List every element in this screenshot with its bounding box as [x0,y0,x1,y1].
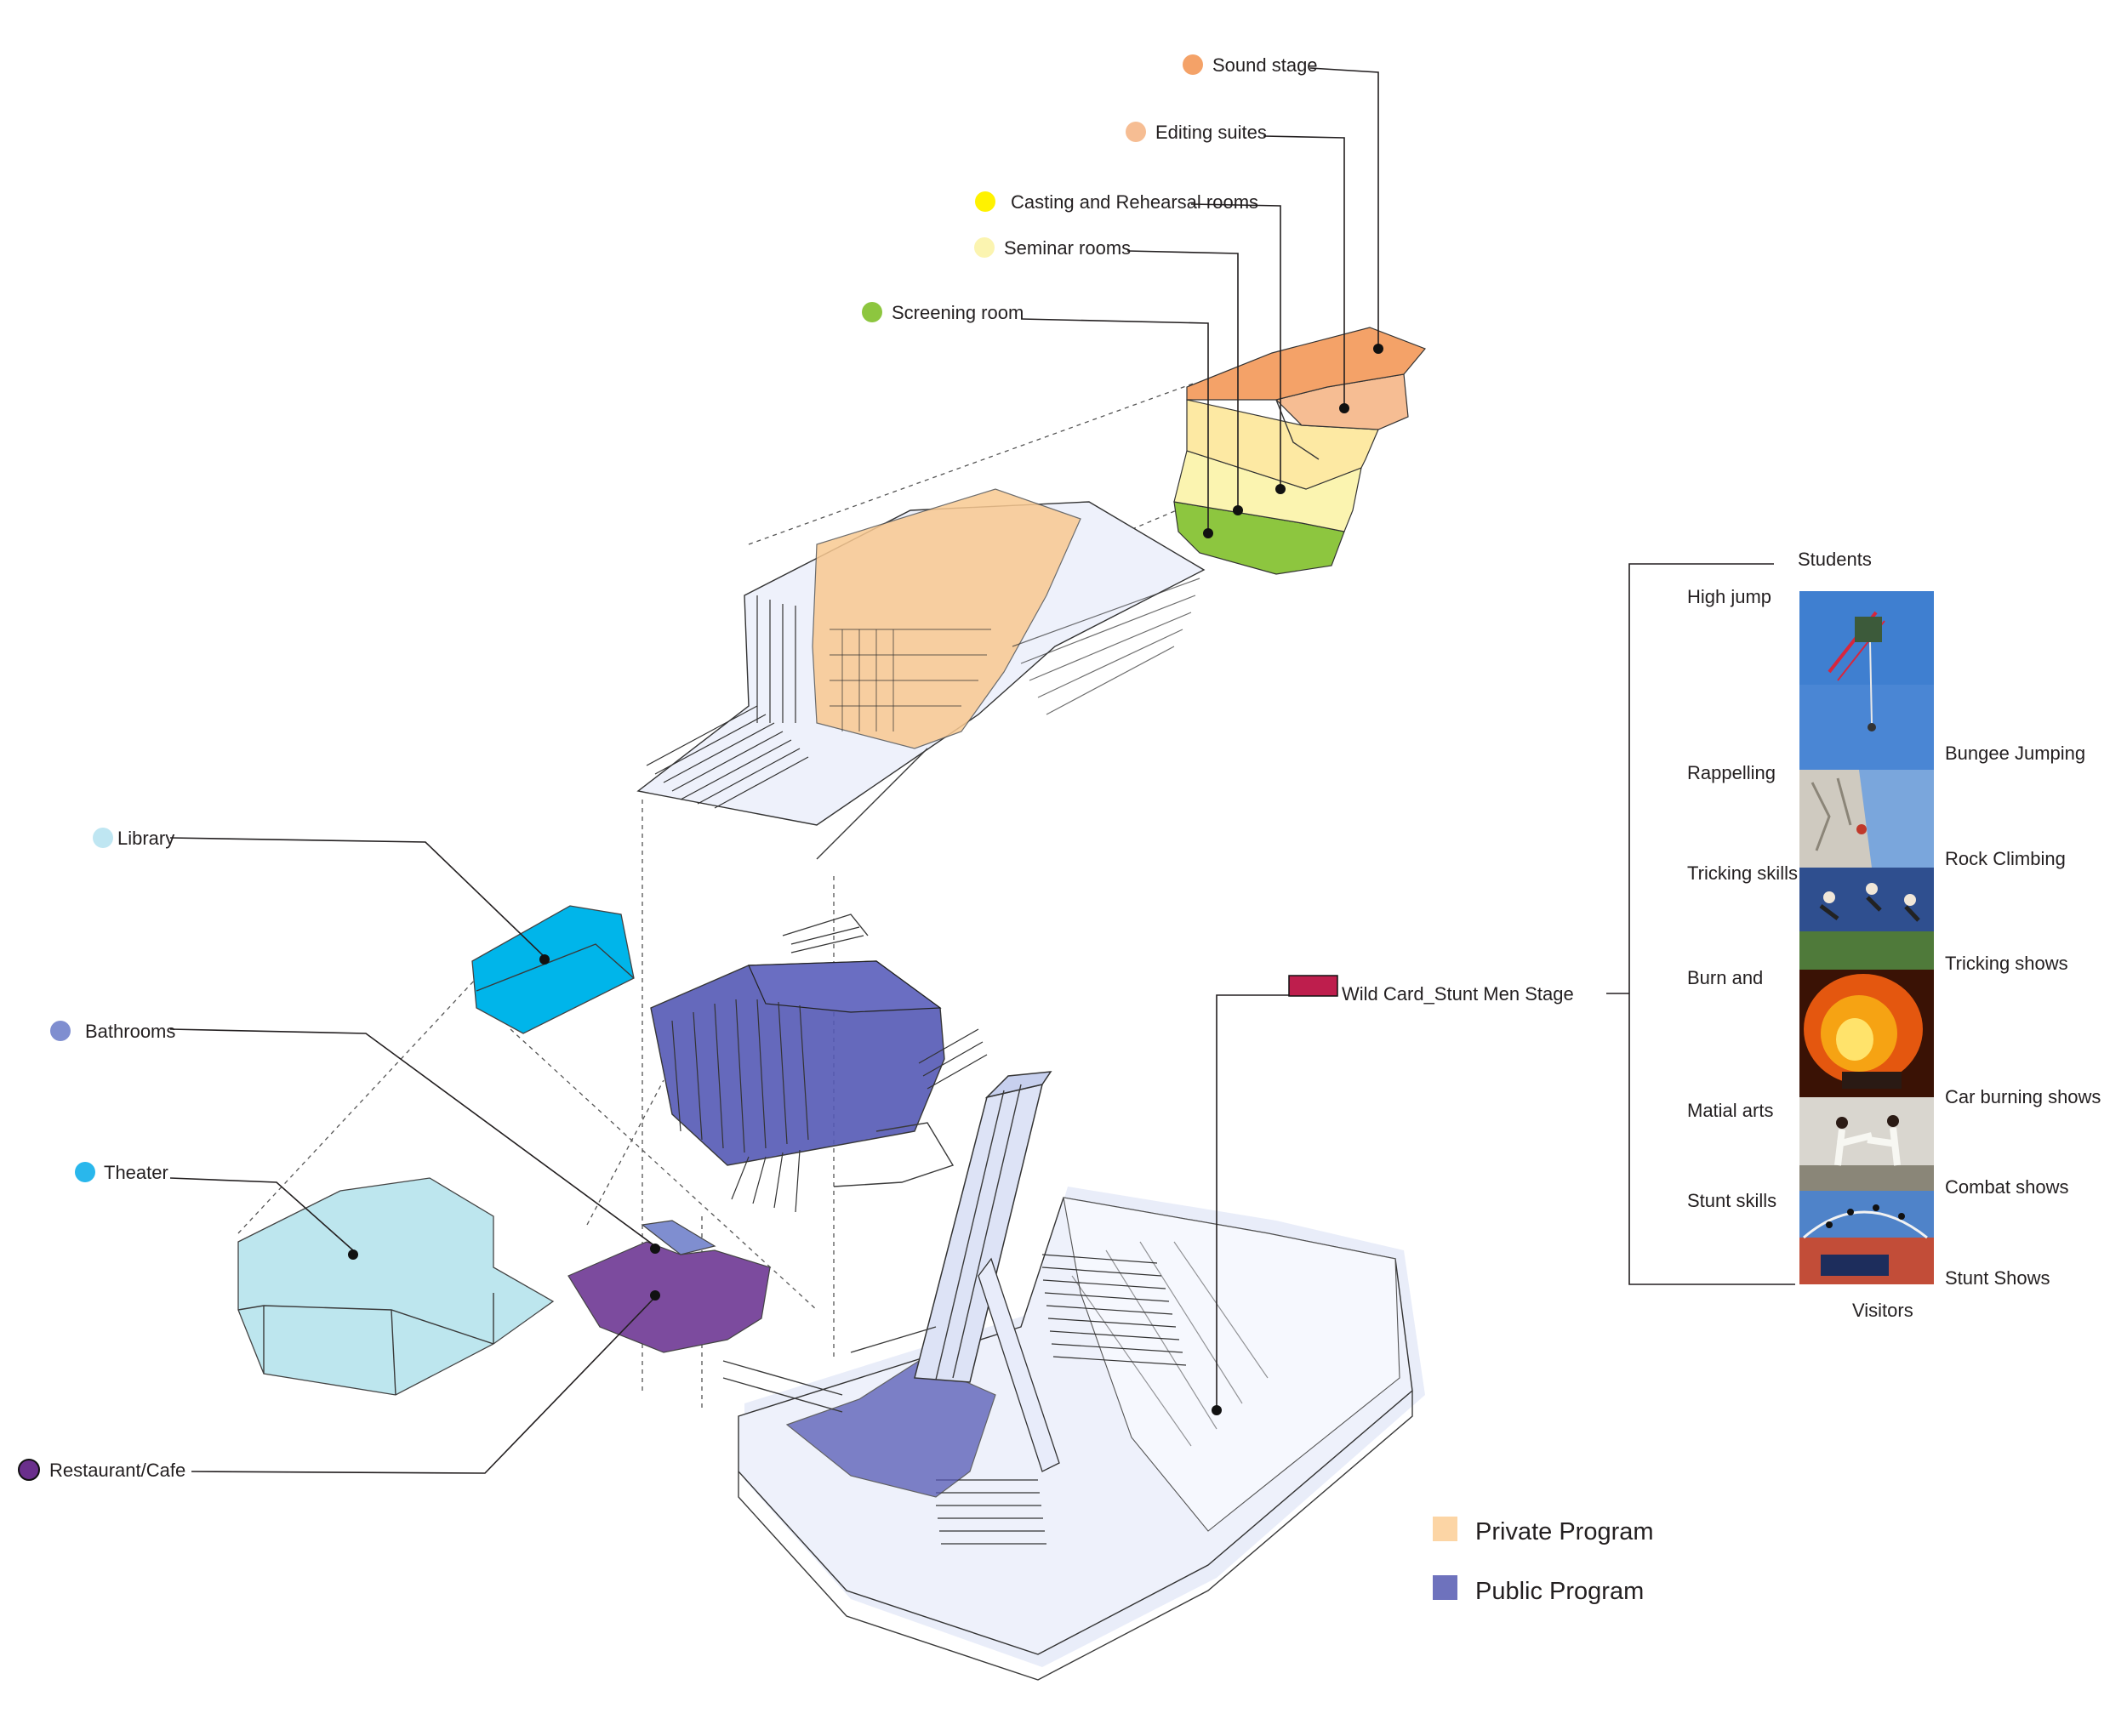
theater-volume [237,1177,555,1396]
sound-stage-label: Sound stage [1212,54,1318,76]
legend-swatch-private [1433,1517,1457,1541]
editing-suites-label: Editing suites [1155,122,1267,143]
activity-photo-column [1799,591,1934,1284]
middle-public-level [650,914,988,1213]
sound-stage-volume [1186,327,1426,401]
tower [914,1071,1060,1472]
legend-item-public: Public Program [1433,1575,1644,1605]
wild-card-swatch [1288,975,1338,997]
seminar-rooms-swatch [974,237,995,258]
rappelling-photo [1799,770,1934,868]
screening-room-label: Screening room [892,302,1024,323]
sound-stage-swatch [1183,54,1203,75]
editing-suites-swatch [1126,122,1146,142]
martial-arts-photo [1799,1097,1934,1191]
program-label-sound-stage: Sound stage [1183,54,1318,76]
theater-swatch [75,1162,95,1182]
activities-panel: Students Visitors [1606,549,2101,1321]
student-activity-item: Tricking skills [1687,862,1798,884]
visitor-activity-item: Tricking shows [1945,953,2068,974]
upper-private-volume [812,488,1081,749]
student-activity-item: Stunt skills [1687,1190,1776,1211]
visitor-activity-item: Stunt Shows [1945,1267,2050,1289]
upper-private-level [636,488,1206,860]
program-label-screening-room: Screening room [862,302,1024,323]
theater-label: Theater [104,1162,168,1183]
visitor-activities: Bungee Jumping Rock Climbing Tricking sh… [1945,743,2101,1289]
visitor-activity-item: Car burning shows [1945,1086,2101,1107]
student-activity-item: Burn and [1687,967,1763,988]
students-heading: Students [1798,549,1872,570]
program-label-wild-card: Wild Card_Stunt Men Stage [1288,975,1574,1005]
stunt-photo [1799,1191,1934,1284]
legend-label-public: Public Program [1475,1578,1644,1605]
bathrooms-restaurant-volume [567,1220,771,1353]
library-swatch [93,828,113,848]
visitor-activity-item: Rock Climbing [1945,848,2066,869]
ground-public-volume [785,1360,996,1498]
student-activity-item: Rappelling [1687,762,1776,783]
visitor-activity-item: Bungee Jumping [1945,743,2085,764]
program-label-theater: Theater [75,1162,168,1183]
seminar-rooms-label: Seminar rooms [1004,237,1131,259]
program-label-editing-suites: Editing suites [1126,122,1267,143]
casting-rehearsal-swatch [975,191,995,212]
program-label-library: Library [93,828,174,849]
visitors-heading: Visitors [1852,1300,1913,1321]
leader-dots [348,344,1383,1415]
private-tower [1173,327,1426,575]
ground-level-plinth [722,1071,1425,1681]
screening-room-swatch [862,302,882,322]
library-volume [471,905,635,1034]
program-label-bathrooms: Bathrooms [50,1021,175,1042]
library-label: Library [117,828,174,849]
visitor-activity-item: Combat shows [1945,1176,2069,1198]
restaurant-cafe-label: Restaurant/Cafe [49,1460,185,1481]
legend-swatch-public [1433,1575,1457,1600]
bathrooms-swatch [50,1021,71,1041]
student-activity-item: Matial arts [1687,1100,1773,1121]
bathrooms-label: Bathrooms [85,1021,175,1042]
legend: Private Program Public Program [1433,1517,1654,1605]
student-activity-item: High jump [1687,586,1771,607]
tricking-photo [1799,868,1934,970]
legend-item-private: Private Program [1433,1517,1654,1545]
program-label-seminar-rooms: Seminar rooms [974,237,1131,259]
burning-photo [1799,970,1934,1097]
student-activities: High jump Rappelling Tricking skills Bur… [1687,586,1798,1211]
ground-stairs [936,1254,1187,1545]
wild-card-label: Wild Card_Stunt Men Stage [1342,983,1574,1005]
program-label-restaurant-cafe: Restaurant/Cafe [18,1459,185,1481]
high-jump-photo [1799,591,1934,770]
program-label-casting-rehearsal: Casting and Rehearsal rooms [975,191,1258,213]
restaurant-cafe-swatch [18,1459,40,1481]
legend-label-private: Private Program [1475,1518,1654,1545]
casting-rehearsal-label: Casting and Rehearsal rooms [1011,191,1258,213]
